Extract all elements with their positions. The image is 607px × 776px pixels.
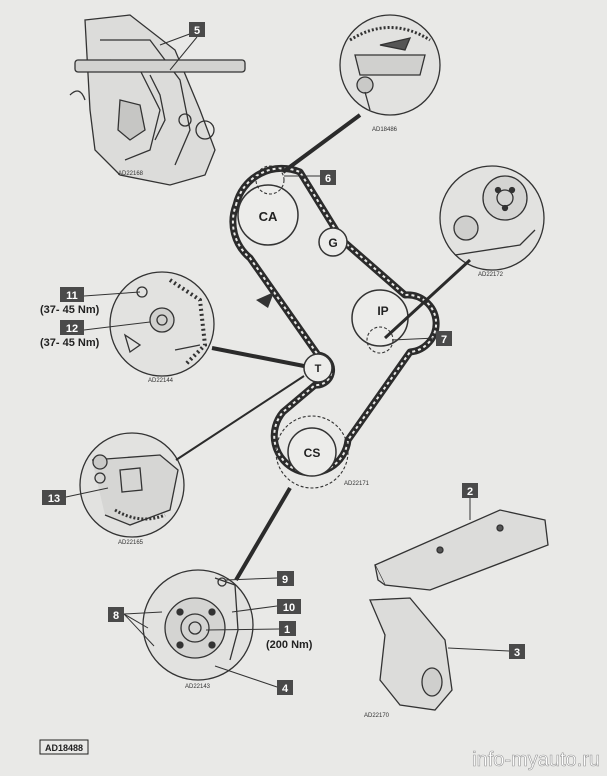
ref-inset-right: AD22172 [478, 272, 504, 278]
inset-crankshaft-pulley [142, 569, 254, 681]
inset-camshaft-tool [69, 14, 246, 186]
callout-10: 10 [277, 599, 301, 614]
svg-text:2: 2 [467, 486, 473, 498]
svg-text:10: 10 [283, 602, 295, 614]
callout-8: 8 [108, 607, 124, 622]
callout-4: 4 [277, 680, 293, 695]
rotation-arrow-icon [256, 292, 274, 308]
pulley-g [318, 227, 348, 257]
callout-9: 9 [277, 571, 294, 586]
svg-text:4: 4 [282, 683, 289, 695]
callout-11: 11 [60, 287, 84, 302]
svg-text:9: 9 [282, 574, 288, 586]
label-t: T [315, 363, 322, 375]
svg-text:1: 1 [284, 624, 290, 636]
pulley-t [303, 353, 333, 383]
connector-lines [175, 113, 472, 582]
figure-id: AD18488 [39, 739, 89, 755]
svg-text:6: 6 [325, 173, 331, 185]
callout-5: 5 [189, 22, 205, 37]
ref-inset-top-left: AD22168 [118, 171, 144, 177]
svg-text:AD18488: AD18488 [45, 743, 83, 753]
label-ip: IP [377, 304, 388, 318]
timing-cover-upper [374, 509, 549, 591]
label-g: G [328, 236, 337, 250]
pulley-ca [237, 184, 299, 246]
inset-camshaft-sprocket [339, 14, 441, 116]
svg-text:8: 8 [113, 610, 119, 622]
svg-text:5: 5 [194, 25, 200, 37]
callout-6: 6 [320, 170, 336, 185]
timing-cover-lower [369, 597, 453, 711]
label-ca: CA [259, 209, 278, 224]
pulley-ip [351, 289, 409, 347]
callout-3: 3 [509, 644, 525, 659]
callout-7: 7 [436, 331, 452, 346]
svg-text:12: 12 [66, 323, 78, 335]
watermark: info-myauto.ru [472, 749, 600, 771]
inset-injection-pump [439, 165, 545, 271]
callout-1: 1 [279, 621, 296, 636]
inset-bracket [79, 432, 185, 538]
ref-inset-bracket: AD22165 [118, 540, 144, 546]
leader-lines [65, 36, 510, 688]
svg-text:3: 3 [514, 647, 520, 659]
timing-mark-ca [255, 165, 285, 195]
pulley-cs [287, 427, 337, 477]
callout-12: 12 [60, 320, 84, 335]
svg-text:11: 11 [66, 290, 78, 302]
ref-inset-crank: AD22143 [185, 684, 211, 690]
ref-belt: AD22171 [344, 481, 370, 487]
timing-mark-cs [275, 415, 349, 489]
ref-covers: AD22170 [364, 713, 390, 719]
ref-inset-left: AD22144 [148, 378, 174, 384]
label-cs: CS [304, 446, 321, 460]
torque-1: (200 Nm) [266, 639, 313, 651]
callout-2: 2 [462, 483, 478, 498]
svg-text:7: 7 [441, 334, 447, 346]
torque-12: (37- 45 Nm) [40, 337, 100, 349]
torque-11: (37- 45 Nm) [40, 304, 100, 316]
svg-text:13: 13 [48, 493, 60, 505]
ref-inset-top-right: AD18486 [372, 127, 398, 133]
inset-tensioner [109, 271, 215, 377]
callout-13: 13 [42, 490, 66, 505]
